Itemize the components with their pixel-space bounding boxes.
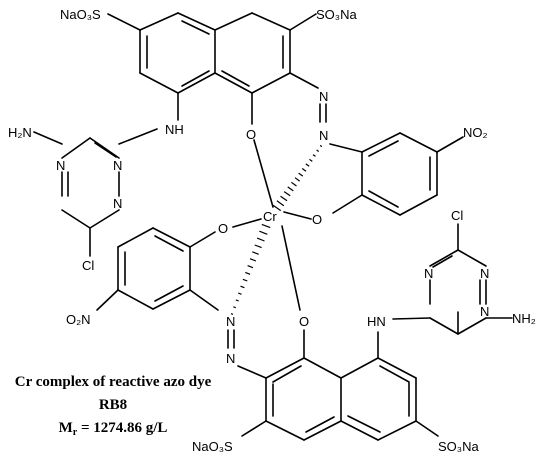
upper-naphthalene <box>107 12 319 125</box>
upper-nitrophenyl-ring <box>332 132 464 216</box>
label-n-triazine-l3: N <box>480 304 489 319</box>
hashed-dative-bond-lower <box>230 223 271 315</box>
label-cl-lower: Cl <box>451 208 463 223</box>
label-so3na-bottom: SO₃Na <box>438 439 479 454</box>
hash-segment <box>245 271 251 275</box>
label-cr: Cr <box>263 209 277 224</box>
caption-value: = 1274.86 g/L <box>77 420 167 436</box>
hash-segment <box>237 292 242 295</box>
hash-segment <box>309 158 313 162</box>
lower-nitrophenyl-ring <box>96 227 219 311</box>
label-o-upper-naph: O <box>246 127 256 142</box>
caption-code: RB8 <box>99 397 127 413</box>
hash-segment <box>247 265 254 269</box>
label-n-azo-lower-2: N <box>226 351 235 366</box>
lower-azo-bond <box>227 329 267 379</box>
hash-segment <box>316 149 320 152</box>
label-o-lower-naph: O <box>299 314 309 329</box>
hash-segment <box>230 313 234 315</box>
label-n-triazine-u1: N <box>113 158 122 173</box>
hash-segment <box>298 172 304 177</box>
label-o2n-lower: O₂N <box>66 312 91 327</box>
hash-segment <box>301 168 307 172</box>
hash-segment <box>259 230 268 235</box>
label-so3na-top: SO₃Na <box>316 7 357 22</box>
hash-segment <box>294 177 301 182</box>
hash-segment <box>280 195 288 202</box>
hash-segment <box>276 200 285 207</box>
hash-segment <box>312 154 316 157</box>
label-nh-upper: NH <box>165 122 184 137</box>
label-cl-upper: Cl <box>82 258 94 273</box>
label-no2-upper: NO₂ <box>463 125 488 140</box>
hash-segment <box>252 251 259 255</box>
label-n-azo-upper-2: N <box>319 128 328 143</box>
hash-segment <box>254 244 262 249</box>
caption: Cr complex of reactive azo dye RB8 Mr = … <box>15 374 212 438</box>
label-n-triazine-l1: N <box>424 266 433 281</box>
hash-segment <box>272 204 282 212</box>
label-naso3-top: NaO₃S <box>60 7 101 22</box>
caption-m: M <box>59 420 73 436</box>
label-hn-lower: HN <box>367 314 386 329</box>
hash-segment <box>305 163 310 167</box>
atom-labels: NaO₃S SO₃Na N N NO₂ O NH H₂N N N N Cl O … <box>8 7 536 454</box>
lower-triazine-ring <box>392 223 513 335</box>
label-h2n-upper: H₂N <box>8 125 32 140</box>
upper-azo-bond <box>319 103 363 153</box>
label-nh2-lower: NH₂ <box>512 311 536 326</box>
hash-segment <box>291 181 297 187</box>
caption-m-subscript: r <box>73 427 78 438</box>
hash-segment <box>235 299 239 302</box>
label-n-azo-upper-1: N <box>319 89 328 104</box>
lower-naphthalene <box>241 329 439 441</box>
label-naso3-bottom: NaO₃S <box>192 439 233 454</box>
caption-molar-mass: Mr = 1274.86 g/L <box>59 420 168 438</box>
label-n-triazine-u2: N <box>56 158 65 173</box>
hash-segment <box>242 278 248 282</box>
chromium-coordination <box>230 139 323 315</box>
hash-segment <box>233 306 237 309</box>
label-n-triazine-l2: N <box>480 266 489 281</box>
caption-title: Cr complex of reactive azo dye <box>15 374 212 390</box>
hashed-dative-bond-upper <box>272 144 323 212</box>
label-o-upper-phenol: O <box>312 212 322 227</box>
hash-segment <box>287 186 294 192</box>
hash-segment <box>256 237 265 242</box>
label-n-triazine-u3: N <box>113 196 122 211</box>
hash-segment <box>283 191 291 197</box>
hash-segment <box>261 223 271 229</box>
label-o-lower-phenol: O <box>218 221 228 236</box>
label-n-azo-lower-1: N <box>226 314 235 329</box>
hash-segment <box>240 285 245 289</box>
hash-segment <box>249 258 257 262</box>
upper-triazine-ring <box>33 128 158 257</box>
hash-segment <box>319 144 323 148</box>
